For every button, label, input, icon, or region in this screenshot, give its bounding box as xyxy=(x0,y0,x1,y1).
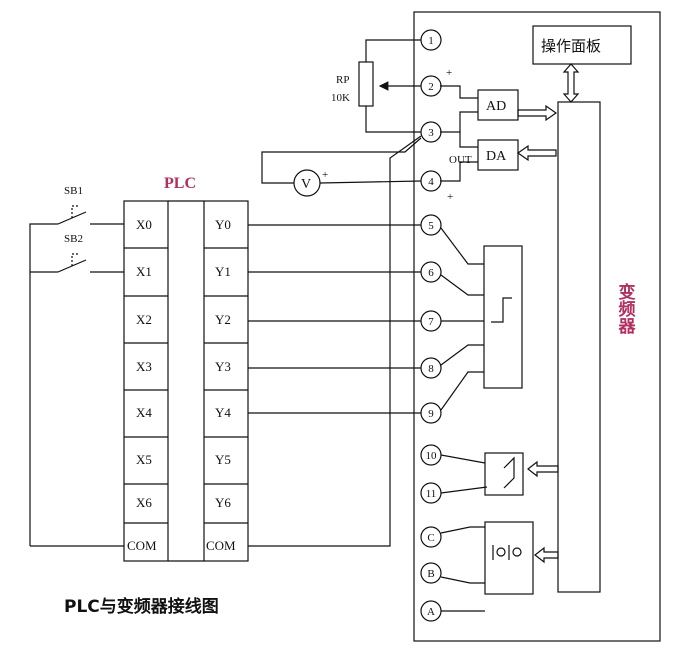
plc-input-x6: X6 xyxy=(136,495,152,510)
plc-input-x1: X1 xyxy=(136,264,152,279)
ad-converter-box xyxy=(477,89,519,121)
plc-output-y5: Y5 xyxy=(215,452,231,467)
plc-frame xyxy=(123,200,249,562)
terminal-2: 2 xyxy=(428,81,434,93)
step-signal-icon xyxy=(491,297,512,323)
terminal4-plus: + xyxy=(447,191,453,203)
plc-output-labels: Y0 Y1 Y2 Y3 Y4 Y5 Y6 COM xyxy=(206,217,236,553)
ad-to-bus-arrow xyxy=(517,104,558,122)
relay-contact-icon xyxy=(503,456,515,489)
terminal-3: 3 xyxy=(428,127,434,139)
rp-name: RP xyxy=(336,74,349,86)
plc-input-x2: X2 xyxy=(136,312,152,327)
terminal-c: C xyxy=(427,532,434,544)
potentiometer-rp xyxy=(358,61,374,107)
out-label: OUT xyxy=(449,154,472,166)
terminal-5: 5 xyxy=(428,220,434,232)
plc-title: PLC xyxy=(164,175,196,192)
plc-input-com: COM xyxy=(127,538,157,553)
switch-sb1-label: SB1 xyxy=(64,185,83,197)
wire-com-output xyxy=(248,135,422,547)
terminal-a: A xyxy=(427,606,435,618)
terminal-8: 8 xyxy=(428,363,434,375)
voltmeter-label: V xyxy=(301,177,311,192)
switch-sb2-label: SB2 xyxy=(64,233,83,245)
terminal-labels: 1 2 3 4 5 6 7 8 9 10 11 C B A xyxy=(426,35,438,618)
plc-output-y2: Y2 xyxy=(215,312,231,327)
plc-output-y1: Y1 xyxy=(215,264,231,279)
terminal-1: 1 xyxy=(428,35,434,47)
plc-output-y3: Y3 xyxy=(215,359,231,374)
plc-input-labels: X0 X1 X2 X3 X4 X5 X6 COM xyxy=(127,217,157,553)
terminal-b: B xyxy=(427,568,434,580)
panel-bus-arrow xyxy=(562,63,580,103)
vfd-title: 变频器 xyxy=(616,282,637,335)
plc-output-y4: Y4 xyxy=(215,405,231,420)
operator-panel-box xyxy=(532,25,632,65)
operator-panel-label: 操作面板 xyxy=(541,37,601,55)
plc-output-y6: Y6 xyxy=(215,495,231,510)
terminal-4: 4 xyxy=(428,176,434,188)
terminal-11: 11 xyxy=(426,488,437,500)
vfd-enclosure xyxy=(413,11,661,642)
relay-coil-icon xyxy=(492,545,510,560)
plc-input-x0: X0 xyxy=(136,217,152,232)
terminal-6: 6 xyxy=(428,267,434,279)
terminal-9: 9 xyxy=(428,408,434,420)
diagram-caption: PLC与变频器接线图 xyxy=(64,597,219,617)
vfd-internal-bus xyxy=(557,101,601,593)
plc-input-x3: X3 xyxy=(136,359,152,374)
relay-output-block xyxy=(484,452,524,496)
terminal-10: 10 xyxy=(426,450,438,462)
bus-to-da-arrow xyxy=(516,144,557,162)
plc-output-com: COM xyxy=(206,538,236,553)
fault-relay-block xyxy=(484,521,534,595)
plc-input-x4: X4 xyxy=(136,405,152,420)
rp-value: 10K xyxy=(331,92,350,104)
multispeed-input-block xyxy=(483,245,523,389)
da-label: DA xyxy=(486,149,507,164)
da-converter-box xyxy=(477,139,519,171)
terminal2-plus: + xyxy=(446,67,452,79)
ad-label: AD xyxy=(486,99,506,114)
terminal-7: 7 xyxy=(428,316,434,328)
voltmeter-plus: + xyxy=(322,169,328,181)
plc-output-y0: Y0 xyxy=(215,217,231,232)
bus-to-relay-arrow xyxy=(527,460,559,478)
bus-to-fault-relay-arrow xyxy=(534,546,559,564)
plc-input-x5: X5 xyxy=(136,452,152,467)
